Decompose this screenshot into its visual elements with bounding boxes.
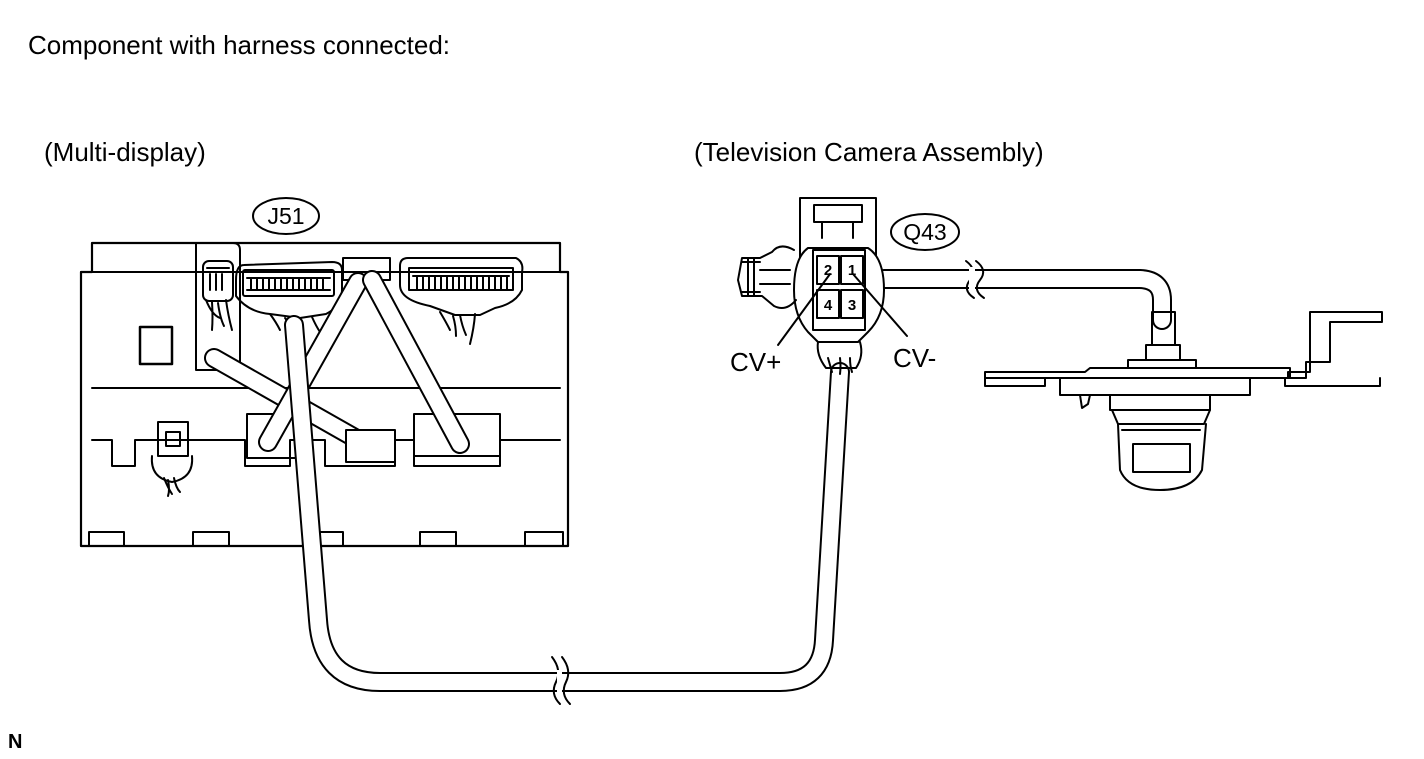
multi-display-unit bbox=[79, 241, 570, 548]
diagram-title: Component with harness connected: bbox=[28, 30, 451, 60]
pin-4: 4 bbox=[824, 297, 833, 314]
camera-body bbox=[984, 311, 1383, 491]
multi-display-label: (Multi-display) bbox=[44, 137, 206, 167]
cv-plus-label: CV+ bbox=[730, 347, 782, 377]
cv-minus-label: CV- bbox=[893, 343, 937, 373]
pin-1: 1 bbox=[848, 262, 856, 279]
pin-3: 3 bbox=[848, 297, 856, 314]
camera-assembly-label: (Television Camera Assembly) bbox=[694, 137, 1044, 167]
pin-2: 2 bbox=[824, 262, 832, 279]
camera-connector bbox=[737, 197, 908, 375]
connector-j51-label: J51 bbox=[267, 203, 304, 229]
connector-q43-label: Q43 bbox=[903, 219, 946, 245]
internal-harness bbox=[204, 270, 470, 463]
connector-q43-bubble: Q43 bbox=[890, 213, 960, 251]
connector-j51-bubble: J51 bbox=[252, 197, 320, 235]
camera-cable bbox=[874, 260, 1172, 330]
orientation-mark: N bbox=[8, 731, 23, 753]
main-harness bbox=[284, 315, 850, 705]
